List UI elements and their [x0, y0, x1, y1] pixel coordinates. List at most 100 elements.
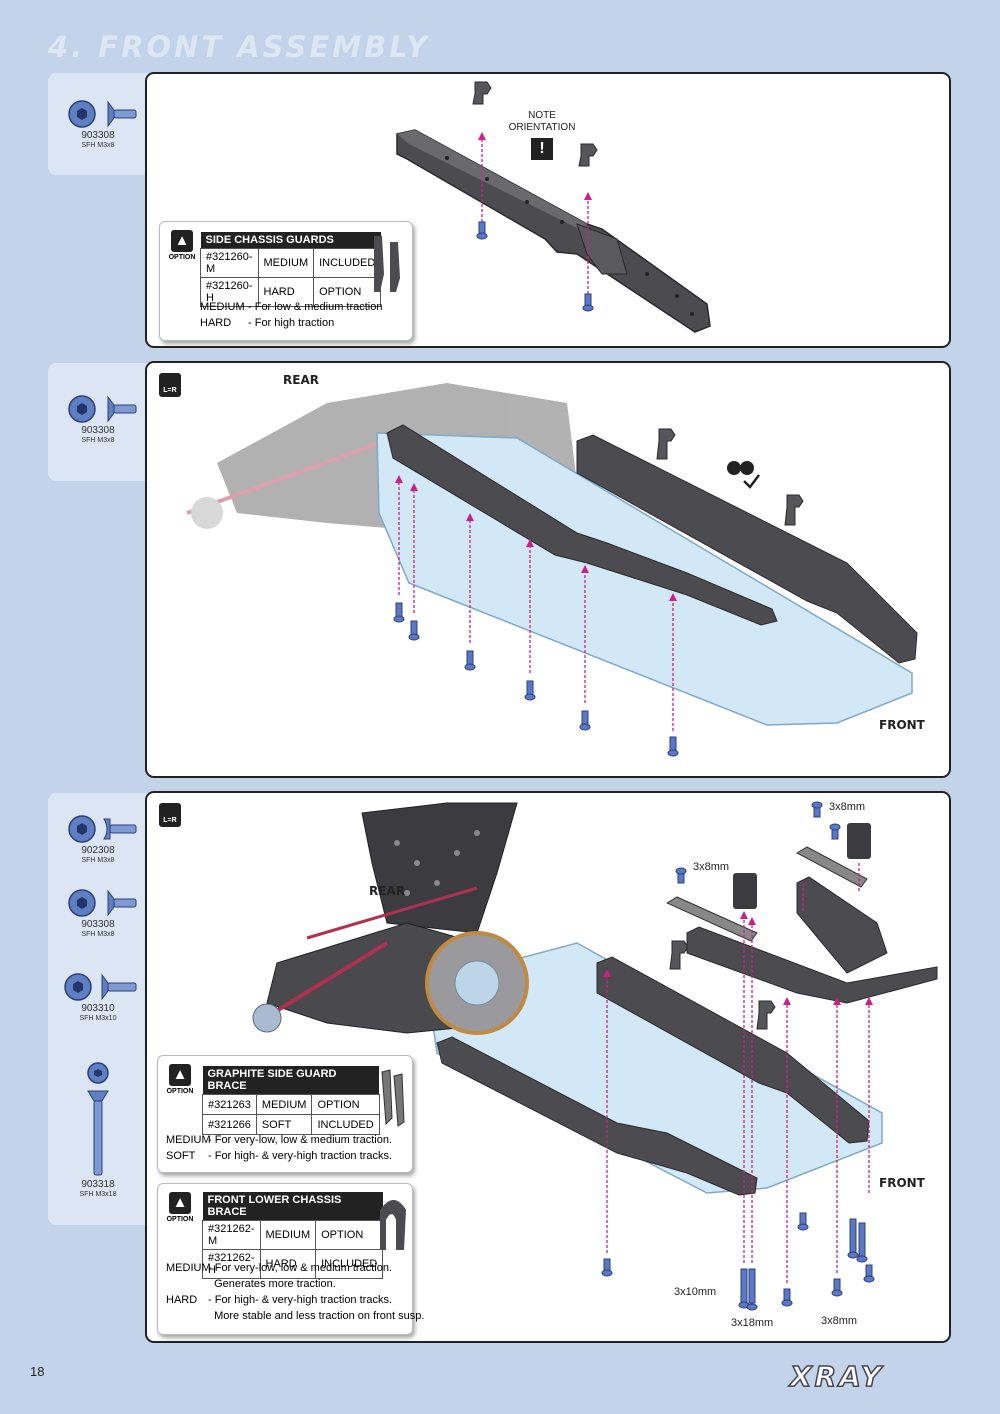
option-table: FRONT LOWER CHASSIS BRACE #321262-M MEDI… — [202, 1192, 384, 1279]
part-code: 903310 — [81, 1003, 115, 1014]
table-cell: MEDIUM — [257, 248, 315, 278]
part-903318: 903318 SFH M3x18 — [48, 1061, 148, 1199]
dimension-label: 3x8mm — [821, 1315, 858, 1327]
option-notes: MEDIUM- For very-low, low & medium tract… — [166, 1132, 392, 1164]
page-number: 18 — [30, 1364, 45, 1379]
side-guard-thumbnail-icon — [374, 236, 400, 292]
part-903308: 903308 SFH M3x8 — [48, 393, 148, 445]
note-orientation: NOTE ORIENTATION ! — [502, 110, 582, 160]
table-cell: MEDIUM — [255, 1094, 313, 1115]
option-table: GRAPHITE SIDE GUARD BRACE #321263 MEDIUM… — [202, 1066, 380, 1135]
dimension-label: 3x18mm — [731, 1317, 774, 1329]
step2-panel: L=R REAR FRONT — [145, 361, 951, 778]
flat-head-screw-icon — [68, 395, 137, 423]
graphite-side-guard-brace-option-box: ▲ OPTION GRAPHITE SIDE GUARD BRACE #3212… — [157, 1055, 413, 1173]
option-thumb: ▲ OPTION — [166, 1064, 194, 1095]
option-label: OPTION — [168, 254, 196, 261]
note-value: More stable and less traction on front s… — [208, 1310, 425, 1322]
part-902308: 902308 SFH M3x8 — [48, 813, 148, 865]
gear-check-icon — [727, 461, 760, 489]
option-thumb: ▲ OPTION — [166, 1192, 194, 1223]
front-label: FRONT — [879, 718, 925, 732]
table-cell: #321262-H — [202, 1249, 261, 1279]
table-row: #321262-M MEDIUM OPTION — [202, 1220, 384, 1250]
flat-head-screw-icon — [64, 973, 137, 1001]
side-chassis-guard-illustration — [396, 81, 711, 333]
part-name: SFH M3x18 — [79, 1191, 117, 1198]
table-cell: INCLUDED — [315, 1249, 384, 1279]
table-cell: MEDIUM — [259, 1220, 317, 1250]
option-table: SIDE CHASSIS GUARDS #321260-M MEDIUM INC… — [200, 232, 382, 307]
table-row: #321260-M MEDIUM INCLUDED — [200, 248, 382, 278]
table-cell: HARD — [257, 277, 315, 307]
exclamation-icon: ! — [531, 138, 553, 160]
note-value: - For low & medium traction — [248, 301, 383, 313]
table-cell: OPTION — [311, 1094, 380, 1115]
table-row: #321260-H HARD OPTION — [200, 277, 382, 307]
rear-label: REAR — [369, 884, 405, 898]
option-notes: MEDIUM- For low & medium traction HARD - … — [200, 299, 382, 331]
note-value: - For high traction — [248, 317, 335, 329]
xray-logo: XRAY — [789, 1359, 884, 1394]
dimension-label: 3x8mm — [693, 861, 730, 873]
note-key: HARD — [200, 317, 232, 329]
part-name: SFH M3x8 — [81, 857, 115, 864]
part-903308: 903308 SFH M3x8 — [48, 98, 148, 150]
option-label: OPTION — [166, 1088, 194, 1095]
flat-head-screw-icon — [68, 100, 137, 128]
option-thumb: ▲ OPTION — [168, 230, 196, 261]
thumbs-up-icon: ▲ — [169, 1192, 191, 1214]
part-code: 903308 — [81, 919, 115, 930]
part-name: SFH M3x8 — [81, 437, 115, 444]
step3-parts-sidebar: 902308 SFH M3x8 903308 SFH M3x8 903310 S… — [48, 793, 148, 1225]
table-cell: #321262-M — [202, 1220, 261, 1250]
table-cell: INCLUDED — [311, 1114, 380, 1135]
rear-label: REAR — [283, 373, 319, 387]
table-row: #321266 SOFT INCLUDED — [202, 1114, 380, 1135]
table-cell: OPTION — [313, 277, 382, 307]
option-table-header: FRONT LOWER CHASSIS BRACE — [202, 1192, 383, 1221]
option-notes: MEDIUM- For very-low, low & medium tract… — [166, 1260, 424, 1324]
step2-parts-sidebar: 903308 SFH M3x8 — [48, 363, 148, 481]
part-903308: 903308 SFH M3x8 — [48, 887, 148, 939]
part-903310: 903310 SFH M3x10 — [48, 971, 148, 1023]
note-key: MEDIUM — [200, 301, 245, 313]
dimension-label: 3x10mm — [674, 1286, 717, 1298]
table-row: #321262-H HARD INCLUDED — [202, 1249, 384, 1279]
table-cell: #321260-H — [200, 277, 259, 307]
side-chassis-guards-option-box: ▲ OPTION SIDE CHASSIS GUARDS #321260-M M… — [159, 221, 413, 341]
step1-parts-sidebar: 903308 SFH M3x8 — [48, 73, 148, 175]
thumbs-up-icon: ▲ — [171, 230, 193, 252]
note-value: - For very-low, low & medium traction. — [208, 1134, 392, 1146]
front-brace-thumbnail-icon — [380, 1200, 406, 1250]
note-key: MEDIUM — [166, 1262, 211, 1274]
table-cell: OPTION — [315, 1220, 384, 1250]
front-label: FRONT — [879, 1176, 925, 1190]
option-label: OPTION — [166, 1216, 194, 1223]
option-table-header: GRAPHITE SIDE GUARD BRACE — [202, 1066, 380, 1095]
graphite-brace-thumbnail-icon — [381, 1069, 405, 1127]
table-cell: HARD — [259, 1249, 317, 1279]
note-label: NOTE — [528, 110, 556, 121]
step3-panel: L=R REAR FRONT 3x8mm 3x8mm 3x10mm 3x18mm… — [145, 791, 951, 1343]
front-lower-chassis-brace-option-box: ▲ OPTION FRONT LOWER CHASSIS BRACE #3212… — [157, 1183, 424, 1335]
flat-head-screw-icon — [68, 889, 137, 917]
note-value: - For very-low, low & medium traction. — [208, 1262, 392, 1274]
note-value: - For high- & very-high traction tracks. — [208, 1150, 393, 1162]
table-cell: #321266 — [202, 1114, 257, 1135]
table-cell: INCLUDED — [313, 248, 382, 278]
note-key: MEDIUM — [166, 1134, 211, 1146]
page-title: 4. FRONT ASSEMBLY — [48, 30, 431, 64]
table-row: #321263 MEDIUM OPTION — [202, 1094, 380, 1115]
dimension-label: 3x8mm — [829, 801, 866, 813]
part-name: SFH M3x10 — [79, 1015, 117, 1022]
chassis-assembly-illustration — [186, 383, 918, 757]
part-name: SFH M3x8 — [81, 931, 115, 938]
long-flat-head-screw-icon — [87, 1062, 109, 1176]
table-cell: #321263 — [202, 1094, 257, 1115]
front-assembly-illustration — [252, 801, 938, 1311]
note-value: Generates more traction. — [208, 1278, 336, 1290]
step1-panel: NOTE ORIENTATION ! ▲ OPTION SIDE CHASSIS… — [145, 72, 951, 348]
note-orientation-label: ORIENTATION — [508, 122, 576, 133]
table-cell: SOFT — [255, 1114, 313, 1135]
